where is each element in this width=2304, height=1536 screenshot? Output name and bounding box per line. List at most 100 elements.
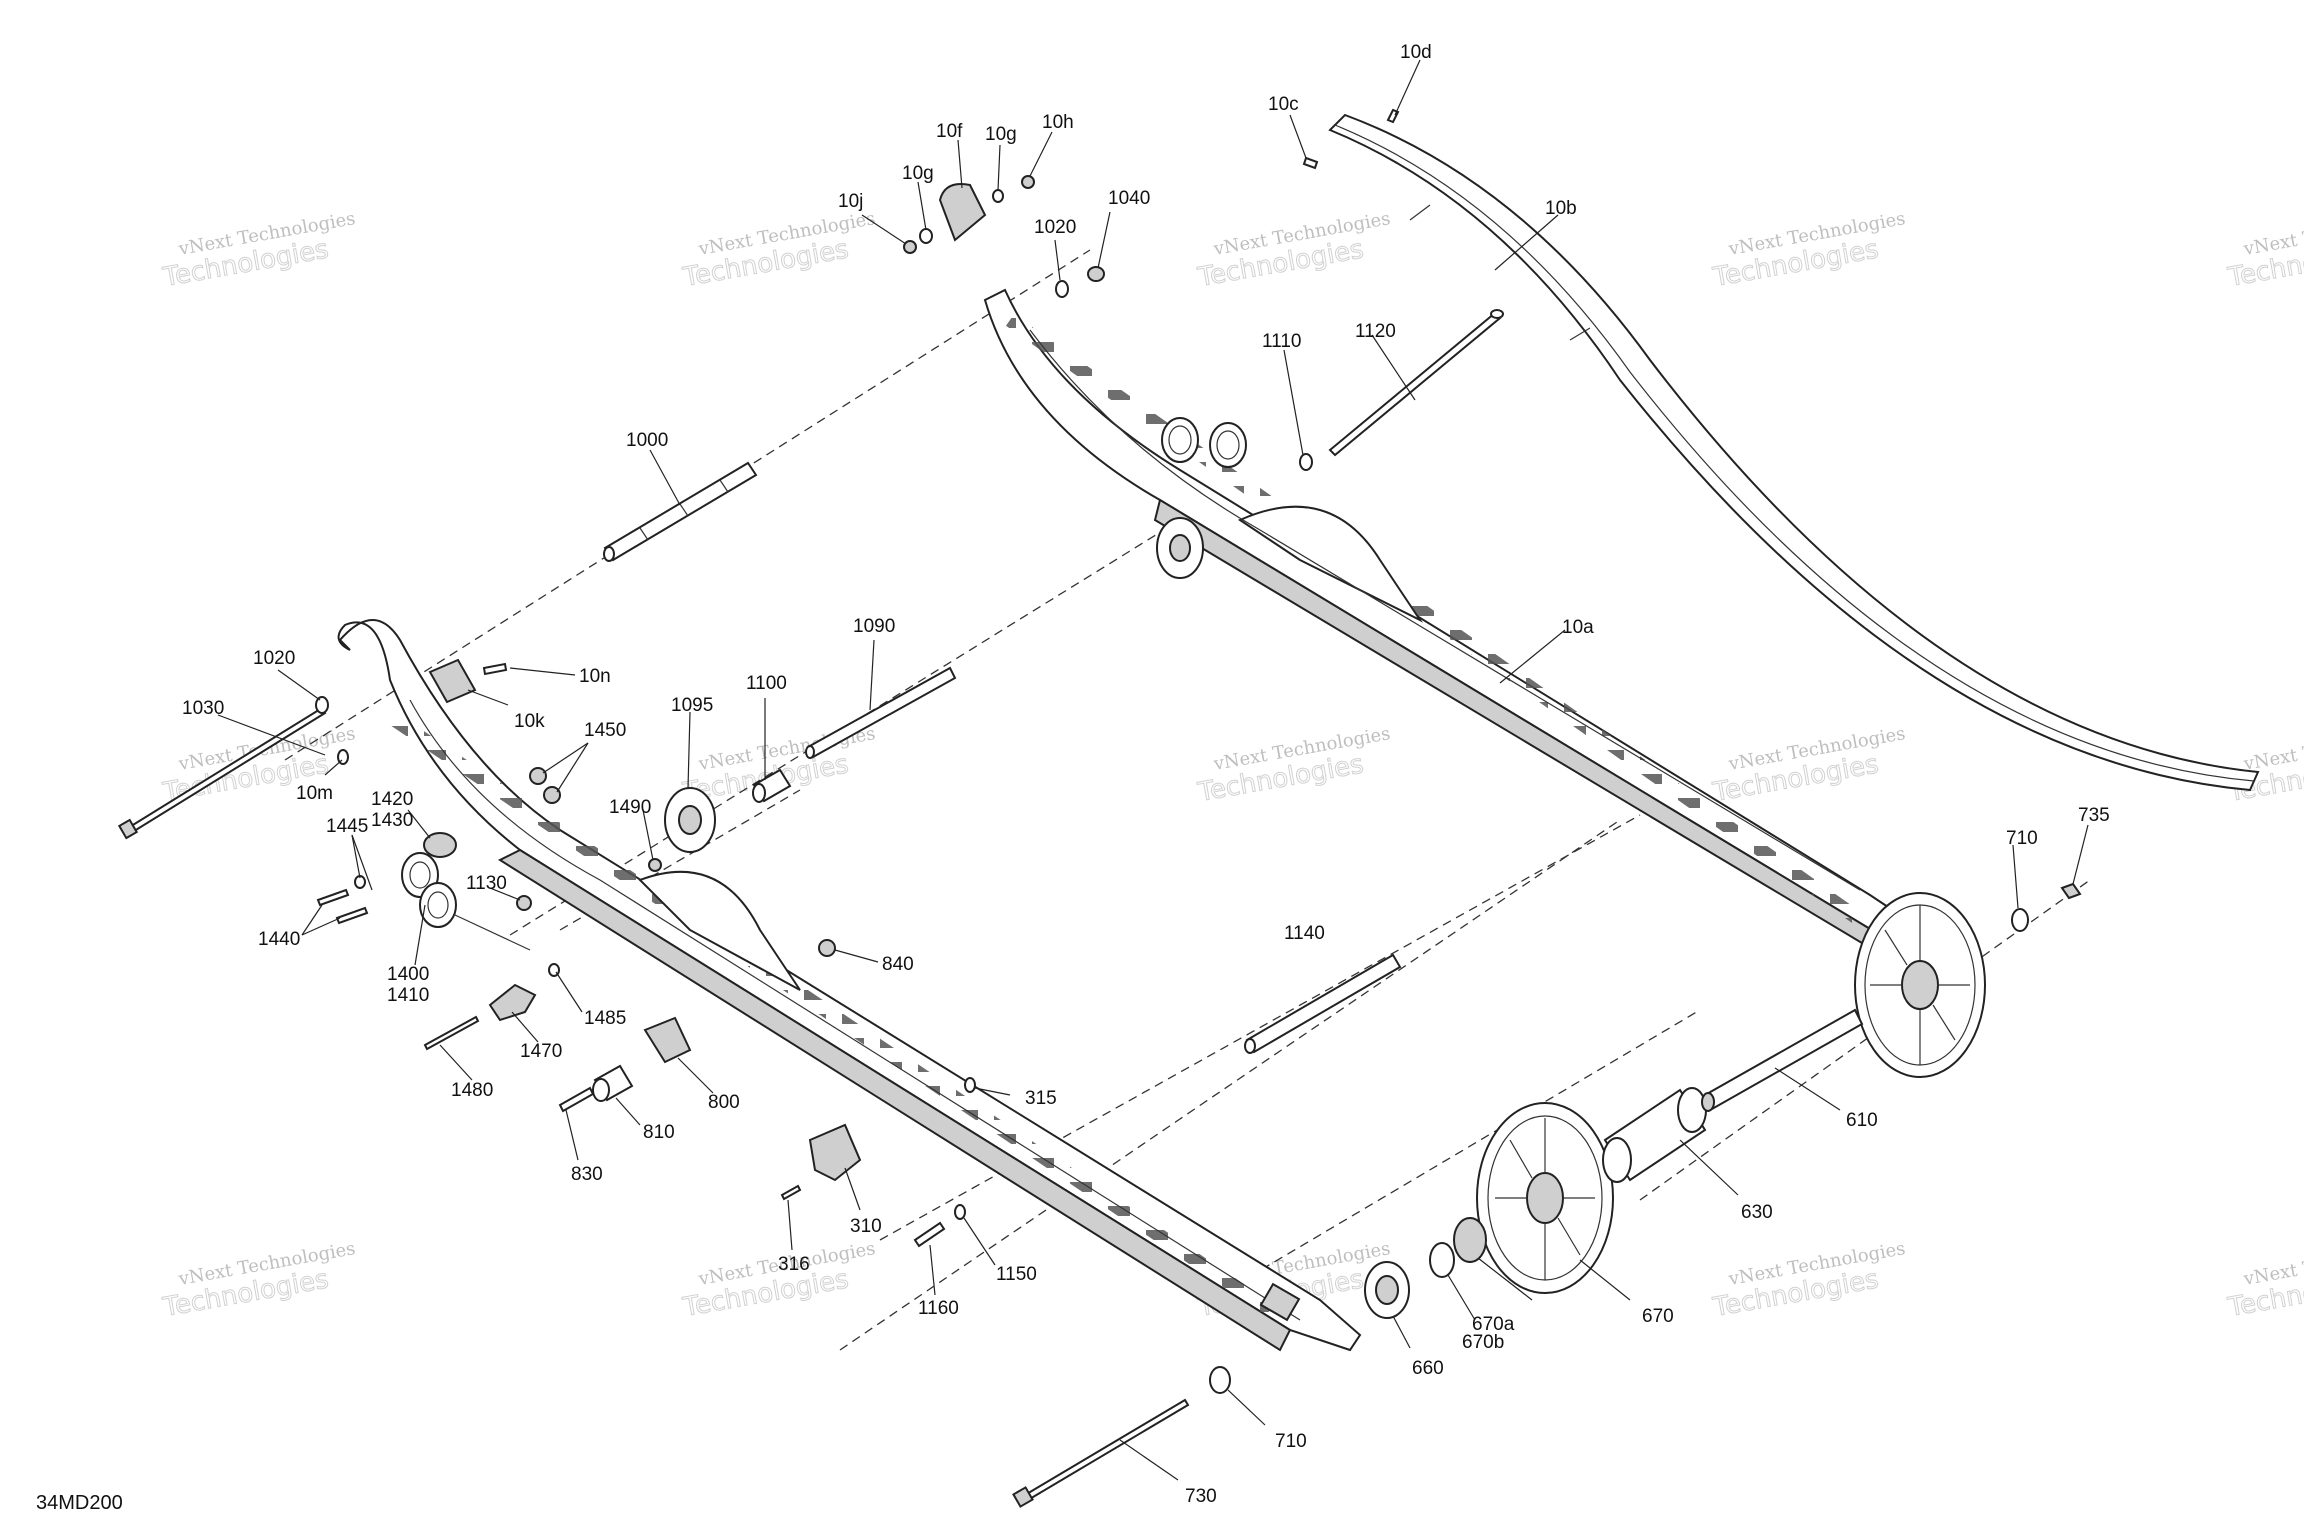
- callout-1420: 1420: [371, 789, 413, 810]
- bolt-1480: [423, 1015, 480, 1051]
- washer-710: [1209, 1366, 1231, 1394]
- screw-10j: [903, 240, 917, 254]
- callout-1450: 1450: [584, 720, 626, 741]
- bolt-830: [558, 1086, 595, 1113]
- washer-10g-top: [992, 189, 1004, 203]
- sleeve-630: [1602, 1087, 1707, 1183]
- wheel-670-right: [1854, 892, 1986, 1078]
- screw-10h: [1021, 175, 1035, 189]
- nut-735: [2060, 882, 2082, 900]
- callout-670: 670: [1642, 1306, 1674, 1327]
- screw-10n: [482, 662, 508, 676]
- screw-316: [780, 1184, 802, 1201]
- nut-1490: [648, 858, 662, 872]
- bolt-1440: [316, 888, 350, 907]
- callout-315: 315: [1025, 1088, 1057, 1109]
- callout-10c: 10c: [1268, 94, 1299, 115]
- callout-710-right: 710: [2006, 828, 2038, 849]
- guide-10k: [428, 658, 477, 704]
- callout-1120: 1120: [1355, 321, 1396, 342]
- rod-1120: [1328, 309, 1504, 457]
- callout-1400: 1400: [387, 964, 429, 985]
- shaft-1090: [805, 666, 957, 759]
- nut-1040: [1087, 266, 1105, 282]
- callout-670b: 670b: [1462, 1332, 1504, 1353]
- clip-1470: [488, 983, 537, 1022]
- leader-lines: [217, 59, 2089, 1481]
- washer-1020: [315, 696, 329, 714]
- callout-10f: 10f: [936, 121, 963, 142]
- callout-1160: 1160: [918, 1298, 959, 1319]
- washer-1150: [954, 1204, 966, 1220]
- bushing-810: [592, 1064, 634, 1102]
- callout-10d: 10d: [1400, 42, 1432, 63]
- slider-310: [808, 1123, 862, 1182]
- washer-10g: [919, 228, 933, 244]
- callout-710: 710: [1275, 1431, 1307, 1452]
- washer-1110: [1299, 453, 1313, 471]
- bearing-670a: [1453, 1217, 1487, 1263]
- callout-10m: 10m: [296, 783, 333, 804]
- wear-strip-10b: [1328, 113, 2260, 792]
- callout-316: 316: [778, 1254, 810, 1275]
- torsion-spring-right: [1161, 417, 1247, 468]
- washer-1020-top: [1055, 280, 1069, 298]
- callout-10n: 10n: [579, 666, 611, 687]
- callout-1090: 1090: [853, 616, 895, 637]
- callout-1445: 1445: [326, 816, 368, 837]
- spring-1400: [401, 852, 531, 951]
- callout-10g: 10g: [902, 163, 934, 184]
- nut-1130: [516, 895, 532, 911]
- callout-1130: 1130: [466, 873, 507, 894]
- callout-10g-top: 10g: [985, 124, 1017, 145]
- callout-735: 735: [2078, 805, 2110, 826]
- callout-1095: 1095: [671, 695, 713, 716]
- bolt-1440-b: [335, 906, 369, 925]
- callout-labels: 10d 10c 10f 10g 10h 10g 10j 1040 1020 10…: [182, 42, 2110, 1507]
- left-rail: [337, 619, 1362, 1352]
- callout-830: 830: [571, 1164, 603, 1185]
- adjuster-1420: [423, 832, 457, 858]
- callout-1410: 1410: [387, 985, 429, 1006]
- callout-1000: 1000: [626, 430, 668, 451]
- axle-610: [1701, 1008, 1864, 1112]
- washer-710-right: [2011, 908, 2029, 932]
- callout-10j: 10j: [838, 191, 863, 212]
- callout-670a: 670a: [1472, 1314, 1515, 1335]
- callout-1100: 1100: [746, 673, 787, 694]
- callout-1470: 1470: [520, 1041, 562, 1062]
- nut-1450-b: [543, 786, 561, 804]
- block-800: [643, 1016, 692, 1064]
- diagram-code: 34MD200: [36, 1492, 123, 1514]
- callout-1110: 1110: [1262, 331, 1301, 352]
- callout-10h: 10h: [1042, 112, 1074, 133]
- bolt-1160: [913, 1221, 946, 1248]
- spacer-1100: [752, 768, 792, 803]
- callout-1490: 1490: [609, 797, 651, 818]
- tube-1140: [1244, 953, 1402, 1054]
- callout-1150: 1150: [996, 1264, 1037, 1285]
- callout-1020: 1020: [253, 648, 295, 669]
- callout-310: 310: [850, 1216, 882, 1237]
- callout-1430: 1430: [371, 810, 413, 831]
- callout-810: 810: [643, 1122, 675, 1143]
- callout-10b: 10b: [1545, 198, 1577, 219]
- callout-800: 800: [708, 1092, 740, 1113]
- nut-1450: [529, 767, 547, 785]
- cap-10f: [938, 183, 987, 242]
- callout-1140: 1140: [1284, 923, 1325, 944]
- callout-10k: 10k: [514, 711, 545, 732]
- ring-670b: [1429, 1242, 1455, 1278]
- callout-1485: 1485: [584, 1008, 626, 1029]
- right-rail-10a: [983, 288, 1932, 957]
- callout-1040: 1040: [1108, 188, 1150, 209]
- callout-610: 610: [1846, 1110, 1878, 1131]
- washer-10m: [337, 749, 349, 765]
- callout-1020-top: 1020: [1034, 217, 1076, 238]
- shaft-1000: [603, 461, 758, 562]
- nut-840: [818, 939, 836, 957]
- hub-660: [1364, 1261, 1410, 1319]
- washer-315: [964, 1077, 976, 1093]
- wheel-670: [1476, 1102, 1614, 1294]
